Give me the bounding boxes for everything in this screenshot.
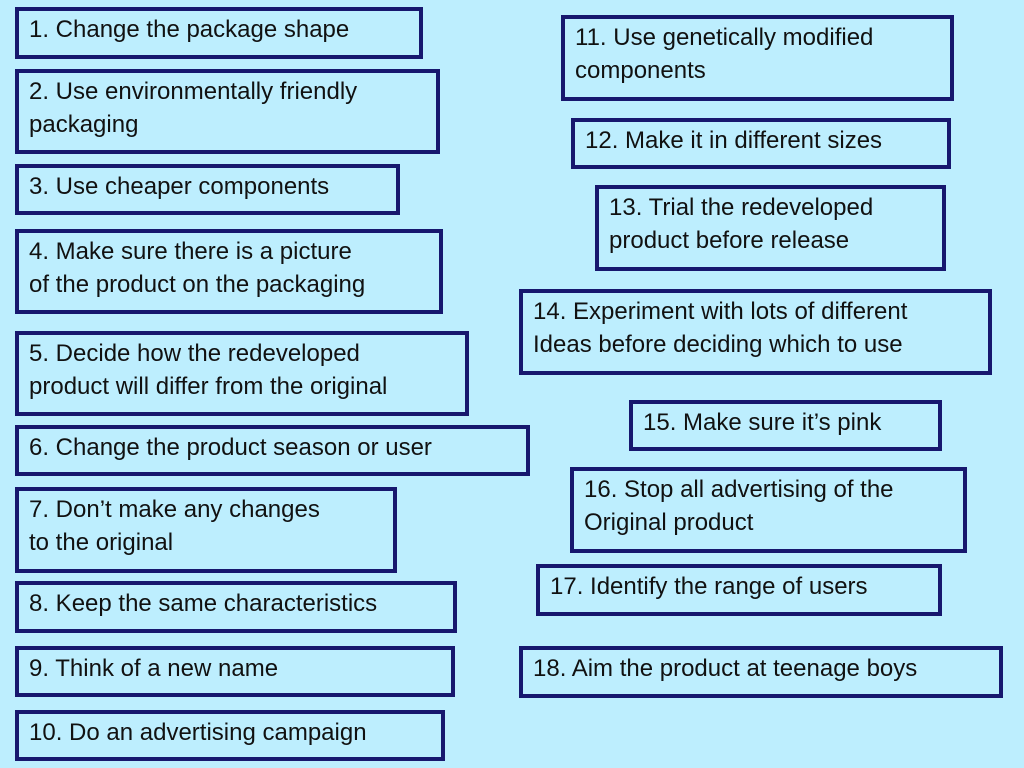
card-16[interactable]: 16. Stop all advertising of the Original… [570, 467, 967, 553]
card-1[interactable]: 1. Change the package shape [15, 7, 423, 59]
card-18[interactable]: 18. Aim the product at teenage boys [519, 646, 1003, 698]
card-7[interactable]: 7. Don’t make any changes to the origina… [15, 487, 397, 573]
card-10[interactable]: 10. Do an advertising campaign [15, 710, 445, 761]
card-5[interactable]: 5. Decide how the redeveloped product wi… [15, 331, 469, 416]
card-4[interactable]: 4. Make sure there is a picture of the p… [15, 229, 443, 314]
card-17[interactable]: 17. Identify the range of users [536, 564, 942, 616]
card-2[interactable]: 2. Use environmentally friendly packagin… [15, 69, 440, 154]
card-3[interactable]: 3. Use cheaper components [15, 164, 400, 215]
card-8[interactable]: 8. Keep the same characteristics [15, 581, 457, 633]
card-15[interactable]: 15. Make sure it’s pink [629, 400, 942, 451]
card-11[interactable]: 11. Use genetically modified components [561, 15, 954, 101]
card-13[interactable]: 13. Trial the redeveloped product before… [595, 185, 946, 271]
card-12[interactable]: 12. Make it in different sizes [571, 118, 951, 169]
card-6[interactable]: 6. Change the product season or user [15, 425, 530, 476]
card-14[interactable]: 14. Experiment with lots of different Id… [519, 289, 992, 375]
card-9[interactable]: 9. Think of a new name [15, 646, 455, 697]
